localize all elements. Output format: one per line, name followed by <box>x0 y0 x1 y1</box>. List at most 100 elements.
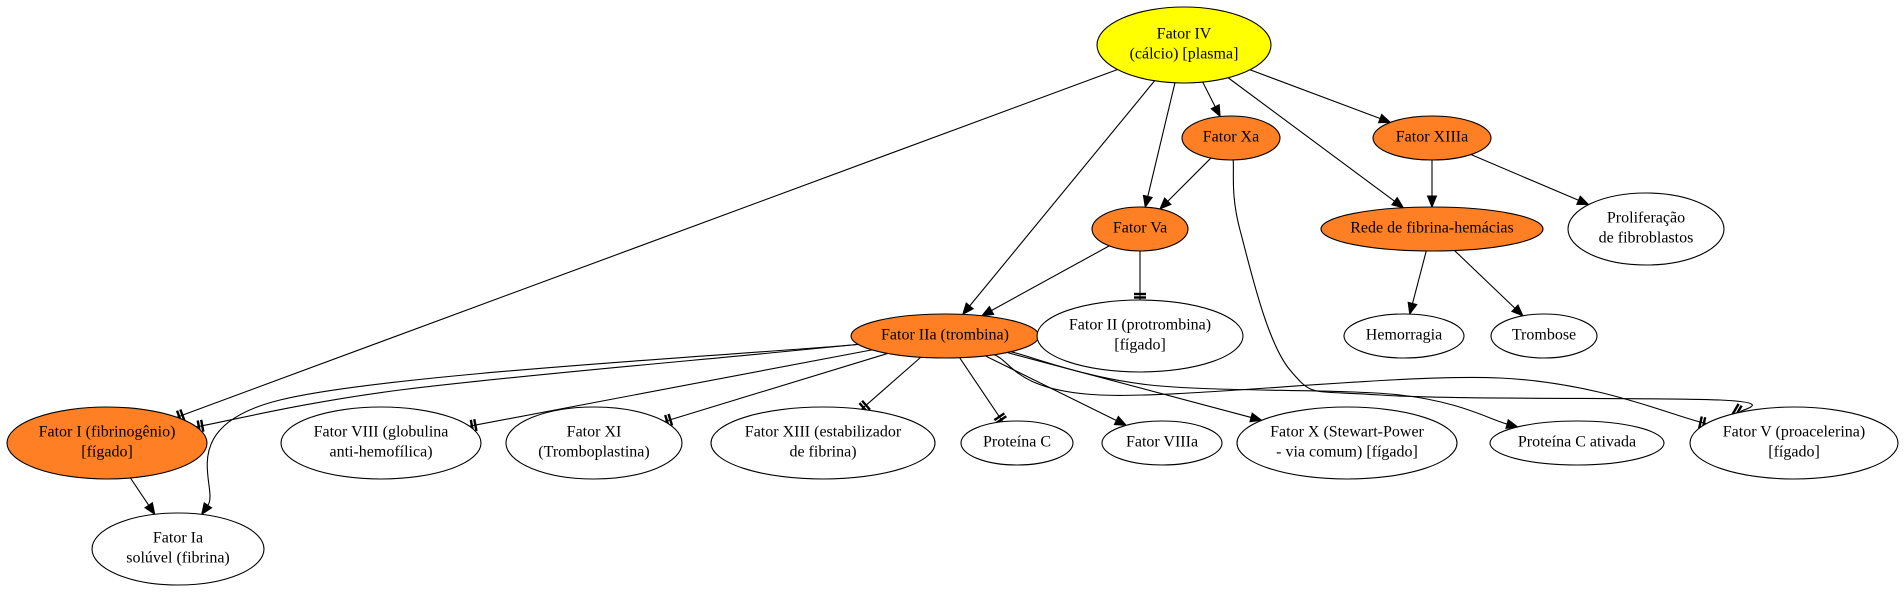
arrowhead <box>144 501 156 516</box>
edge-fator-iia-to-proteina-c-ativada <box>1010 351 1519 429</box>
node-shape <box>1689 406 1899 480</box>
tee-mark <box>1698 416 1703 429</box>
edge-fator-iv-to-rede-fibrina <box>1227 77 1405 209</box>
node-label: de fibroblastos <box>1599 230 1694 247</box>
edge-fator-iia-to-fator-xiii <box>858 356 922 413</box>
node-label: Fator XIIIa <box>1396 129 1468 146</box>
arrowhead <box>1407 301 1418 316</box>
node-shape <box>1567 192 1725 266</box>
node-shape <box>6 406 208 480</box>
arrowhead <box>1249 412 1263 423</box>
edge-fator-va-to-fator-iia <box>980 245 1110 317</box>
node-fator-iia: Fator IIa (trombina) <box>850 313 1040 359</box>
edge-fator-va-to-fator-ii <box>1134 251 1146 300</box>
arrowhead <box>980 305 995 317</box>
node-rede-fibrina: Rede de fibrina-hemácias <box>1320 206 1544 252</box>
node-label: Trombose <box>1512 327 1576 344</box>
node-shape <box>1372 115 1492 161</box>
edge-fator-iv-to-fator-iia <box>961 80 1156 316</box>
tee-mark <box>993 412 1005 422</box>
edges-layer <box>129 69 1753 516</box>
edge-fator-iv-to-fator-va <box>1142 82 1176 209</box>
arrowhead <box>1576 195 1590 206</box>
node-fator-ii: Fator II (protrombina) [fígado] <box>1036 299 1244 373</box>
tee-mark <box>200 419 205 432</box>
edge-fator-iv-to-fator-xa <box>1202 81 1221 118</box>
tee-mark <box>473 418 478 432</box>
node-label: Proteína C ativada <box>1518 434 1636 451</box>
arrowhead <box>961 302 975 316</box>
node-label: Hemorragia <box>1366 327 1442 344</box>
edge-rede-fibrina-to-trombose <box>1454 250 1524 317</box>
edge-fator-iia-to-proteina-c <box>959 357 1007 425</box>
node-fator-xi: Fator XI (Tromboplastina) <box>505 406 683 480</box>
arrowhead <box>1210 103 1221 118</box>
node-shape <box>710 406 936 480</box>
node-label: Fator XIII (estabilizador <box>745 424 902 441</box>
edge-fator-xiiia-to-rede-fibrina <box>1426 160 1438 209</box>
tee-mark <box>667 413 674 426</box>
node-proteina-c-ativada: Proteína C ativada <box>1489 420 1665 466</box>
node-fator-ia: Fator Ia solúvel (fibrina) <box>91 512 265 586</box>
node-label: Fator X (Stewart-Power <box>1270 424 1424 441</box>
node-label: Fator I (fibrinogênio) <box>39 424 176 441</box>
node-shape <box>1101 420 1223 466</box>
node-label: [fígado] <box>1114 337 1166 354</box>
node-shape <box>1490 313 1598 359</box>
node-label: Fator IV <box>1157 26 1212 43</box>
edge-fator-iia-to-fator-ia <box>200 343 859 516</box>
node-label: Fator Xa <box>1203 129 1259 146</box>
arrowhead <box>200 501 213 516</box>
node-shape <box>1036 299 1244 373</box>
arrowhead <box>1426 195 1438 209</box>
node-shape <box>960 420 1074 466</box>
node-label: Proteína C <box>983 434 1051 451</box>
node-label: Fator IIa (trombina) <box>881 327 1009 344</box>
node-fator-viiia: Fator VIIIa <box>1101 420 1223 466</box>
node-label: solúvel (fibrina) <box>126 550 230 567</box>
node-shape <box>1091 206 1189 252</box>
node-shape <box>1181 115 1281 161</box>
node-proteina-c: Proteína C <box>960 420 1074 466</box>
node-fator-va: Fator Va <box>1091 206 1189 252</box>
node-fator-x: Fator X (Stewart-Power - via comum) [fíga… <box>1236 406 1458 480</box>
node-proliferacao: Proliferação de fibroblastos <box>1567 192 1725 266</box>
edge-rede-fibrina-to-hemorragia <box>1407 250 1427 316</box>
arrowhead <box>1142 194 1154 209</box>
node-label: (cálcio) [plasma] <box>1130 46 1239 63</box>
arrowhead <box>1113 415 1128 426</box>
node-shape <box>91 512 265 586</box>
tee-mark <box>861 399 871 411</box>
node-fator-iv: Fator IV (cálcio) [plasma] <box>1096 6 1272 84</box>
node-shape <box>280 406 482 480</box>
node-hemorragia: Hemorragia <box>1343 313 1465 359</box>
node-label: Fator Ia <box>153 530 203 547</box>
node-shape <box>1489 420 1665 466</box>
node-fator-xiii: Fator XIII (estabilizador de fibrina) <box>710 406 936 480</box>
edge-fator-iv-to-fator-i <box>175 69 1118 423</box>
node-fator-xa: Fator Xa <box>1181 115 1281 161</box>
node-fator-i: Fator I (fibrinogênio)[fígado] <box>6 406 208 480</box>
arrowhead <box>1377 113 1392 124</box>
arrowhead <box>1505 418 1519 429</box>
node-label: Fator XI <box>567 424 622 441</box>
tee-mark <box>1731 403 1740 415</box>
node-shape <box>505 406 683 480</box>
arrowhead <box>1390 196 1405 209</box>
edge-fator-iv-to-fator-xiiia <box>1249 69 1392 124</box>
node-label: [fígado] <box>1768 444 1820 461</box>
node-label: Proliferação <box>1607 210 1685 227</box>
tee-mark <box>179 409 186 422</box>
edge-fator-xa-to-fator-va <box>1159 157 1212 210</box>
node-label: Rede de fibrina-hemácias <box>1350 220 1513 237</box>
node-label: Fator II (protrombina) <box>1069 317 1211 334</box>
node-shape <box>1343 313 1465 359</box>
node-shape <box>1096 6 1272 84</box>
node-shape <box>1236 406 1458 480</box>
node-label: (Tromboplastina) <box>538 444 649 461</box>
arrowhead <box>1510 304 1524 317</box>
node-label: de fibrina) <box>789 444 856 461</box>
edge-fator-xiiia-to-proliferacao <box>1470 154 1590 206</box>
node-label: - via comum) [fígado] <box>1276 444 1418 461</box>
